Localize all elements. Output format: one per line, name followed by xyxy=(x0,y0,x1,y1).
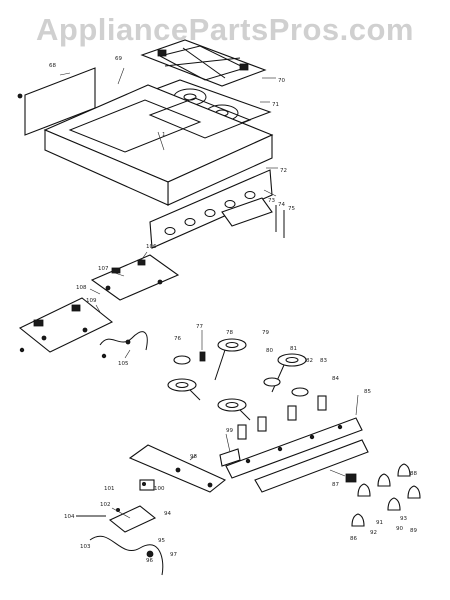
surface-burner-front-right[interactable] xyxy=(217,398,251,421)
callout-94: 94 xyxy=(164,511,171,517)
oven-burner-bracket-small[interactable] xyxy=(219,448,241,467)
surface-burner-rear-right[interactable] xyxy=(271,353,307,393)
callout-68: 68 xyxy=(49,63,56,69)
callout-89: 89 xyxy=(410,528,417,534)
callout-93: 93 xyxy=(400,516,407,522)
backsplash-panel[interactable] xyxy=(17,67,96,136)
callout-79: 79 xyxy=(262,330,269,336)
callout-83: 83 xyxy=(320,358,327,364)
callout-109: 109 xyxy=(86,298,97,304)
control-knobs[interactable] xyxy=(345,463,421,527)
callout-105: 105 xyxy=(118,361,129,367)
igniter-wire[interactable] xyxy=(99,331,148,359)
control-panel-manifold-cover[interactable] xyxy=(149,169,273,249)
callout-96: 96 xyxy=(146,558,153,564)
callout-1: 1 xyxy=(162,132,166,138)
callout-108: 108 xyxy=(76,285,87,291)
callout-101: 101 xyxy=(104,486,115,492)
callout-88: 88 xyxy=(410,471,417,477)
callout-69: 69 xyxy=(115,56,122,62)
callout-86: 86 xyxy=(350,536,357,542)
oven-burner[interactable] xyxy=(128,444,227,493)
control-bracket-parts[interactable] xyxy=(221,197,285,238)
callout-70: 70 xyxy=(278,78,285,84)
gas-manifold-pipe[interactable] xyxy=(225,417,363,479)
oven-burner-bracket-upper[interactable] xyxy=(90,254,180,301)
burner-valves[interactable] xyxy=(237,395,327,440)
manifold-bracket[interactable] xyxy=(254,439,369,493)
leader-lines xyxy=(59,67,359,519)
callout-73: 73 xyxy=(268,198,275,204)
callout-102: 102 xyxy=(100,502,111,508)
oven-thermostat-and-tube[interactable] xyxy=(76,479,164,576)
callout-103: 103 xyxy=(80,544,91,550)
callout-80: 80 xyxy=(266,348,273,354)
callout-81: 81 xyxy=(290,346,297,352)
callout-97: 97 xyxy=(170,552,177,558)
callout-100: 100 xyxy=(154,486,165,492)
part-callouts: 68 69 70 71 1 72 73 74 75 106 107 108 10… xyxy=(49,56,417,564)
surface-burner-rear-left[interactable] xyxy=(214,338,247,381)
callout-72: 72 xyxy=(280,168,287,174)
callout-91: 91 xyxy=(376,520,383,526)
burner-orifice-holder[interactable] xyxy=(173,351,309,397)
callout-95: 95 xyxy=(158,538,165,544)
oven-burner-bracket-lower[interactable] xyxy=(18,297,114,353)
callout-75: 75 xyxy=(288,206,295,212)
callout-107: 107 xyxy=(98,266,109,272)
callout-92: 92 xyxy=(370,530,377,536)
callout-99: 99 xyxy=(226,428,233,434)
callout-71: 71 xyxy=(272,102,279,108)
callout-85: 85 xyxy=(364,389,371,395)
callout-74: 74 xyxy=(278,202,285,208)
callout-76: 76 xyxy=(174,336,181,342)
callout-84: 84 xyxy=(332,376,339,382)
callout-78: 78 xyxy=(226,330,233,336)
callout-106: 106 xyxy=(146,244,157,250)
callout-77: 77 xyxy=(196,324,203,330)
callout-82: 82 xyxy=(306,358,313,364)
callout-104: 104 xyxy=(64,514,75,520)
callout-98: 98 xyxy=(190,454,197,460)
surface-burner-front-left[interactable] xyxy=(167,378,201,401)
callout-90: 90 xyxy=(396,526,403,532)
burner-grate[interactable] xyxy=(140,39,267,87)
callout-87: 87 xyxy=(332,482,339,488)
